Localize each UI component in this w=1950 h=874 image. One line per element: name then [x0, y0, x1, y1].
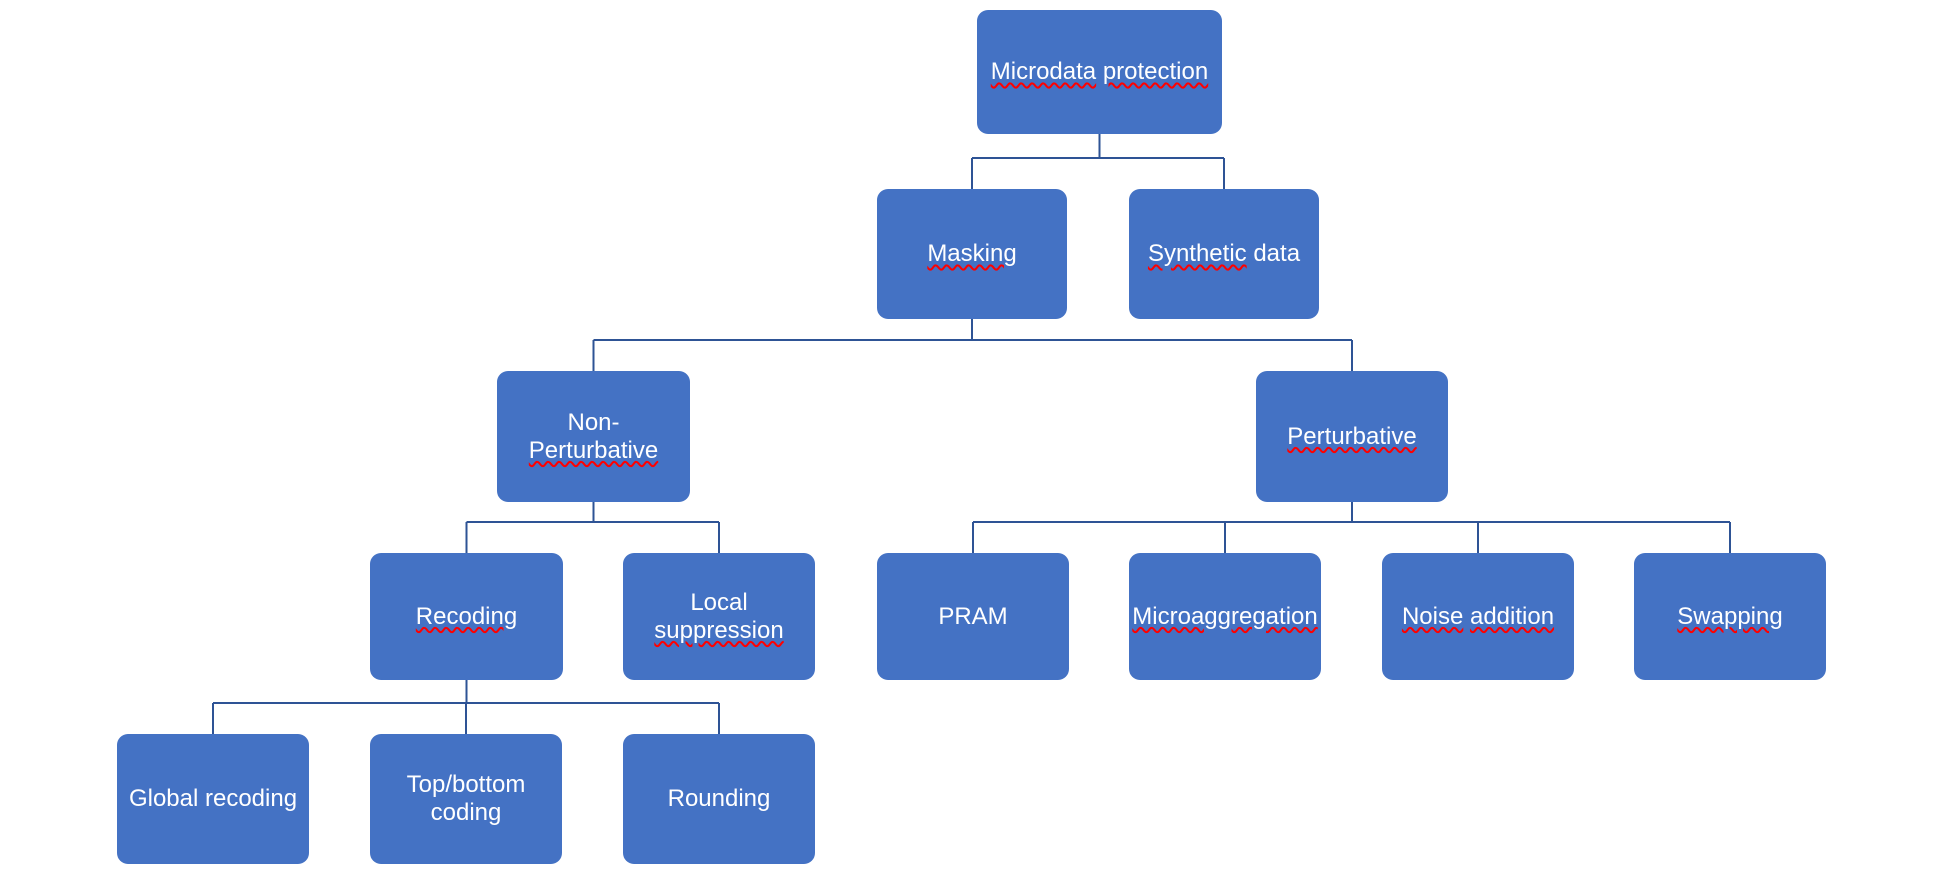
node-label-local-suppression: Local suppression	[654, 588, 784, 644]
node-synthetic-data[interactable]: Synthetic data	[1129, 189, 1319, 319]
node-label-non-perturbative: Non-Perturbative	[528, 408, 659, 464]
node-pram[interactable]: PRAM	[877, 553, 1069, 680]
node-label-pram: PRAM	[938, 602, 1008, 630]
node-label-microaggregation: Microaggregation	[1132, 602, 1318, 630]
node-microaggregation[interactable]: Microaggregation	[1129, 553, 1321, 680]
node-label-global-recoding: Global recoding	[128, 785, 298, 813]
cut-off-heading-fragment	[0, 0, 1950, 4]
node-noise-addition[interactable]: Noise addition	[1382, 553, 1574, 680]
node-label-masking: Masking	[927, 240, 1017, 268]
node-microdata-protection[interactable]: Microdata protection	[977, 10, 1222, 134]
node-global-recoding[interactable]: Global recoding	[117, 734, 309, 864]
node-label-perturbative: Perturbative	[1287, 422, 1417, 450]
node-rounding[interactable]: Rounding	[623, 734, 815, 864]
node-label-recoding: Recoding	[415, 602, 518, 630]
node-perturbative[interactable]: Perturbative	[1256, 371, 1448, 502]
node-label-rounding: Rounding	[667, 785, 771, 813]
node-label-noise-addition: Noise addition	[1401, 602, 1555, 630]
node-recoding[interactable]: Recoding	[370, 553, 563, 680]
node-label-microdata-protection: Microdata protection	[990, 58, 1209, 86]
node-masking[interactable]: Masking	[877, 189, 1067, 319]
node-label-synthetic-data: Synthetic data	[1147, 240, 1301, 268]
node-swapping[interactable]: Swapping	[1634, 553, 1826, 680]
node-label-swapping: Swapping	[1677, 602, 1783, 630]
node-local-suppression[interactable]: Local suppression	[623, 553, 815, 680]
node-non-perturbative[interactable]: Non-Perturbative	[497, 371, 690, 502]
